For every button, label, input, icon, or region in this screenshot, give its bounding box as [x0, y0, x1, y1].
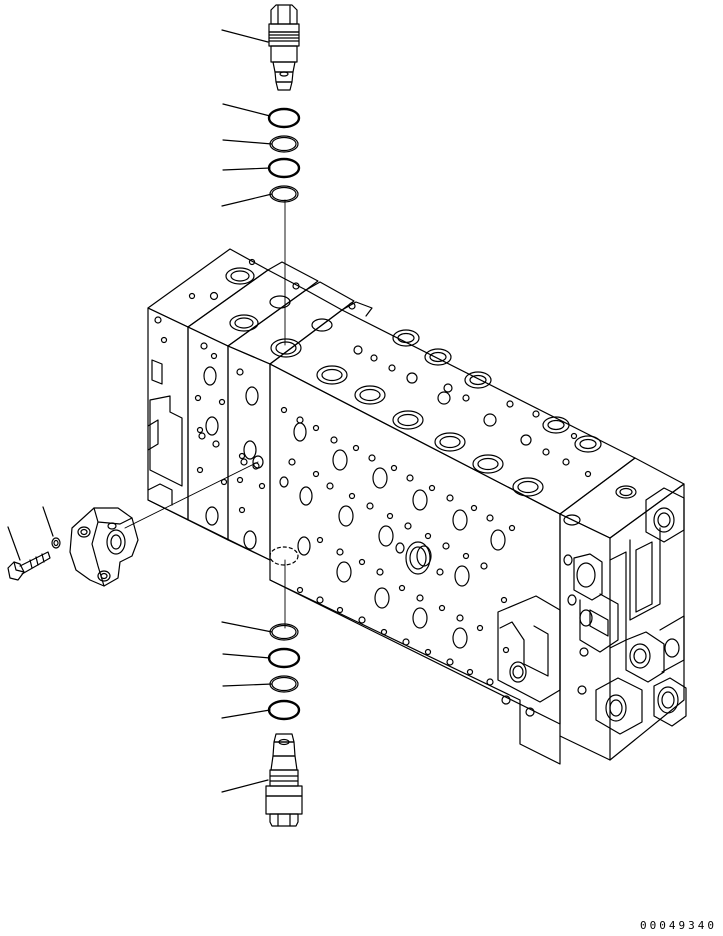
bolt — [8, 552, 50, 580]
lower-backup-ring-2 — [270, 676, 298, 692]
lower-rings — [269, 624, 299, 719]
lower-relief-valve — [266, 734, 302, 826]
upper-backup-ring-2 — [270, 186, 298, 202]
lower-backup-ring-1-inner — [272, 626, 296, 639]
lower-o-ring-1 — [269, 649, 299, 667]
washer — [52, 538, 60, 548]
upper-relief-valve — [269, 5, 299, 90]
upper-backup-ring-2-inner — [272, 188, 296, 201]
drawing-reference-number: 00049340 — [640, 919, 717, 932]
upper-o-ring-2 — [269, 159, 299, 177]
upper-backup-ring-1 — [270, 136, 298, 152]
lower-backup-ring-1 — [270, 624, 298, 640]
upper-backup-ring-1-inner — [272, 138, 296, 151]
cover — [70, 508, 138, 586]
upper-o-ring-1 — [269, 109, 299, 127]
upper-rings — [269, 109, 299, 202]
lower-o-ring-2 — [269, 701, 299, 719]
lower-backup-ring-2-inner — [272, 678, 296, 691]
assembly-axis-lines — [125, 200, 285, 628]
leader-lines — [8, 30, 272, 792]
control-valve-body — [148, 249, 686, 764]
main-block-holes — [282, 408, 515, 686]
